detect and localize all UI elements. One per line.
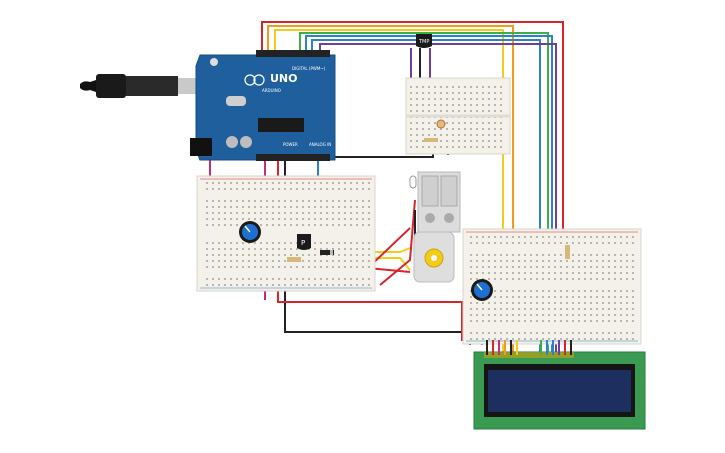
arduino-model: UNO <box>270 72 298 85</box>
usb-cable-icon <box>80 74 200 98</box>
wire-red-psu <box>379 199 416 286</box>
potentiometer-right[interactable] <box>471 279 493 301</box>
wire-orange-top <box>267 25 514 352</box>
arduino-brand: ARDUINO <box>262 88 281 93</box>
lcd-display <box>473 351 646 430</box>
reset-button[interactable] <box>210 58 218 66</box>
digital-label: DIGITAL (PWM~) <box>292 66 326 71</box>
photoresistor-icon <box>436 119 446 129</box>
transistor-label: P <box>301 239 305 247</box>
tmp-sensor[interactable]: TMP <box>416 34 432 48</box>
tmp-label: TMP <box>418 39 429 45</box>
transistor: P <box>297 234 311 250</box>
battery-icon <box>409 171 461 233</box>
breadboard-right <box>462 228 642 345</box>
potentiometer-icon[interactable] <box>239 221 261 243</box>
power-label: POWER <box>283 142 298 147</box>
wire-green-top <box>299 32 549 352</box>
resistor-left <box>287 257 301 262</box>
lcd-pin-wires <box>486 340 572 355</box>
wire-purple-top <box>319 43 557 352</box>
arduino-uno[interactable]: UNO ARDUINO DIGITAL (PWM~) POWER ANALOG … <box>190 50 336 161</box>
dc-motor-icon[interactable] <box>413 231 455 283</box>
breadboard-left <box>196 175 376 292</box>
breadboard-small <box>405 77 511 155</box>
analog-label: ANALOG IN <box>309 142 331 147</box>
microcontroller-chip <box>258 118 304 132</box>
wire-yellow-top <box>274 29 504 352</box>
resistor-right <box>565 245 570 259</box>
lcd-screen <box>488 370 631 412</box>
diode <box>320 250 334 255</box>
resistor-small <box>424 138 438 142</box>
